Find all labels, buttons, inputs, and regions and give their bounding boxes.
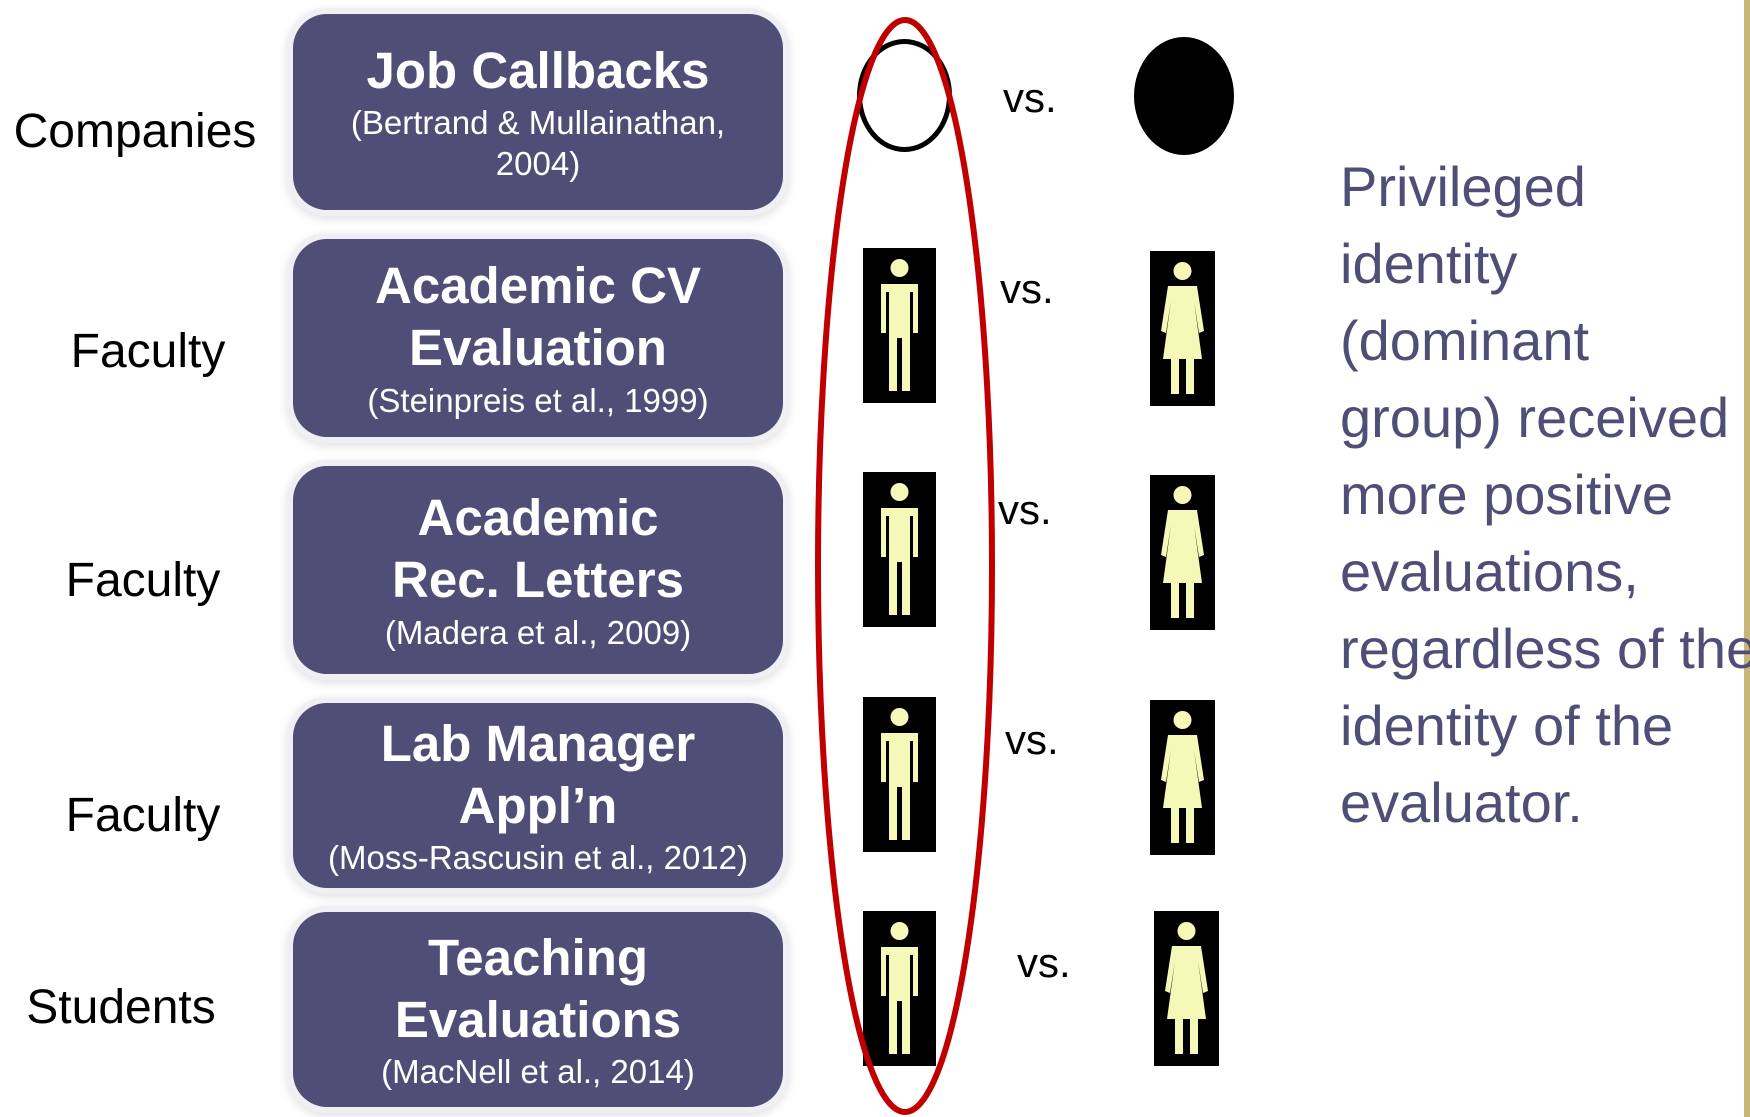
vs-label: vs. xyxy=(1005,716,1059,763)
male-figure-icon xyxy=(863,697,936,852)
evaluator-label: Faculty xyxy=(65,554,221,607)
female-figure-icon xyxy=(1150,475,1215,630)
vs-label: vs. xyxy=(1017,939,1071,986)
evaluator-label: Companies xyxy=(13,105,257,158)
study-title: Job Callbacks xyxy=(366,41,710,99)
female-figure-icon xyxy=(1154,911,1219,1066)
female-figure-icon xyxy=(1150,700,1215,855)
male-figure-icon xyxy=(863,911,936,1066)
study-box-teaching-evals: Teaching Evaluations (MacNell et al., 20… xyxy=(293,912,783,1107)
study-box-rec-letters: Academic Rec. Letters (Madera et al., 20… xyxy=(293,466,783,674)
study-citation: (Madera et al., 2009) xyxy=(384,613,692,651)
study-title: Teaching Evaluations xyxy=(394,928,682,1048)
study-box-lab-manager: Lab Manager Appl’n (Moss-Rascusin et al.… xyxy=(293,703,783,888)
conclusion-text: Privileged identity (dominant group) rec… xyxy=(1340,155,1750,834)
female-figure-icon xyxy=(1150,251,1215,406)
evaluator-label: Faculty xyxy=(65,789,221,842)
slide-edge-accent xyxy=(1744,0,1750,1117)
study-citation: (Moss-Rascusin et al., 2012) xyxy=(328,839,748,877)
study-citation: (Bertrand & Mullainathan, 2004) xyxy=(350,103,726,183)
black-circle-icon xyxy=(1134,37,1234,155)
study-title: Lab Manager Appl’n xyxy=(380,714,696,834)
study-citation: (MacNell et al., 2014) xyxy=(381,1053,695,1091)
study-citation: (Steinpreis et al., 1999) xyxy=(367,381,709,419)
evaluator-label: Faculty xyxy=(70,325,226,378)
study-box-academic-cv: Academic CV Evaluation (Steinpreis et al… xyxy=(293,239,783,437)
vs-label: vs. xyxy=(998,486,1052,533)
study-title: Academic CV Evaluation xyxy=(375,257,701,377)
male-figure-icon xyxy=(863,472,936,627)
evaluator-label: Students xyxy=(26,981,216,1034)
study-title: Academic Rec. Letters xyxy=(392,489,684,609)
study-box-job-callbacks: Job Callbacks (Bertrand & Mullainathan, … xyxy=(293,14,783,210)
vs-label: vs. xyxy=(1000,265,1054,312)
male-figure-icon xyxy=(863,248,936,403)
vs-label: vs. xyxy=(1003,74,1057,121)
white-circle-icon xyxy=(857,39,952,152)
